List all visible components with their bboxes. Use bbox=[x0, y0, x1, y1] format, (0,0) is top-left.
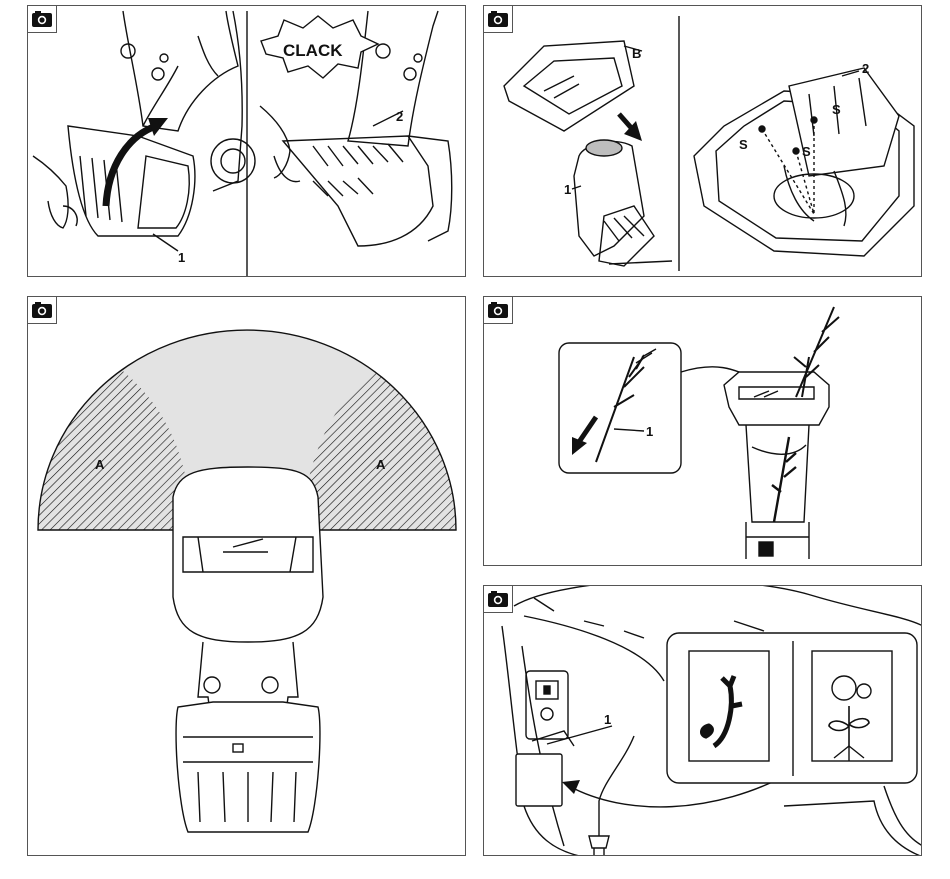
callout-s-mid: S bbox=[802, 144, 811, 159]
illustration-attach-cover: B 1 2 S S S bbox=[484, 6, 922, 277]
callout-1: 1 bbox=[178, 250, 185, 265]
clack-label: CLACK bbox=[283, 41, 343, 60]
panel-feed-branches: 1 bbox=[483, 296, 922, 566]
callout-b: B bbox=[632, 46, 641, 61]
illustration-feed-branches: 1 bbox=[484, 297, 922, 566]
panel-attach-cover: B 1 2 S S S bbox=[483, 5, 922, 277]
panel-mount-hopper: 1 2 CLACK bbox=[27, 5, 466, 277]
callout-s-top: S bbox=[832, 102, 841, 117]
illustration-danger-zones: A A bbox=[28, 297, 466, 856]
callout-1: 1 bbox=[646, 424, 653, 439]
callout-1: 1 bbox=[564, 182, 571, 197]
zone-a-left: A bbox=[95, 457, 105, 472]
illustration-mount-hopper: 1 2 CLACK bbox=[28, 6, 466, 277]
callout-2: 2 bbox=[862, 61, 869, 76]
callout-s-left: S bbox=[739, 137, 748, 152]
zone-a-right: A bbox=[376, 457, 386, 472]
callout-2: 2 bbox=[396, 109, 403, 124]
panel-switch-plug: 1 bbox=[483, 585, 922, 856]
callout-1: 1 bbox=[604, 712, 611, 727]
panel-danger-zones: A A bbox=[27, 296, 466, 856]
illustration-switch-plug: 1 bbox=[484, 586, 922, 856]
